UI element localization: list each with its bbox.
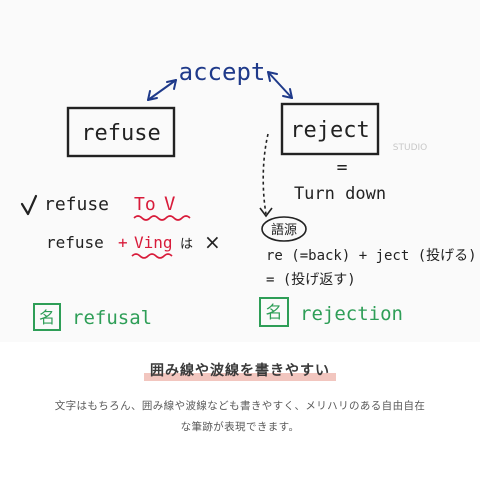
etymology-meaning: = (投げ返す) (266, 272, 356, 288)
refuse-box (66, 106, 176, 158)
refuse-ving-plus: + (118, 233, 128, 252)
caption-panel: 囲み線や波線を書きやすい 文字はもちろん、囲み線や波線なども書きやすく、メリハリ… (0, 342, 480, 480)
whiteboard: accept refuse reject STUDIO = Turn down … (0, 0, 480, 342)
watermark: STUDIO (393, 143, 427, 153)
rejection-word: rejection (300, 303, 403, 325)
dotted-arrow-head-icon (259, 207, 273, 218)
refuse-ving-prefix: refuse (46, 233, 104, 252)
refuse-to-v: V (164, 193, 175, 215)
caption-body-line-2: な筆跡が表現できます。 (180, 421, 300, 433)
noun-badge-right (259, 297, 289, 327)
refuse-ving-word: Ving (134, 233, 173, 252)
caption-heading: 囲み線や波線を書きやすい (150, 363, 330, 379)
wavy-underline-to-v (133, 215, 191, 221)
reject-box-label: reject (290, 118, 369, 143)
noun-badge-left (33, 303, 61, 331)
refuse-box-label: refuse (81, 121, 160, 146)
caption-body: 文字はもちろん、囲み線や波線なども書きやすく、メリハリのある自由自在 な筆跡が表… (50, 396, 430, 438)
accept-word: accept (179, 58, 266, 86)
caption-body-line-1: 文字はもちろん、囲み線や波線なども書きやすく、メリハリのある自由自在 (54, 400, 426, 412)
noun-badge-right-label: 名 (266, 303, 283, 323)
whiteboard-surface (0, 0, 480, 342)
caption-heading-wrap: 囲み線や波線を書きやすい (144, 360, 336, 381)
heading-highlight (144, 373, 336, 381)
refuse-to-word: To (134, 194, 156, 215)
refuse-ving-ha: は (180, 237, 193, 252)
wavy-underline-ving (131, 253, 173, 259)
equals-sign: = (337, 157, 348, 178)
refusal-word: refusal (72, 307, 152, 329)
refuse-ving-cross: × (204, 230, 221, 254)
refuse-to-prefix: refuse (44, 194, 109, 215)
etymology-label: 語源 (271, 222, 297, 238)
arrow-left-icon (147, 79, 177, 101)
reject-box (280, 102, 380, 156)
dotted-arrow (262, 133, 269, 215)
arrow-right-icon (267, 71, 293, 99)
etymology-oval (261, 216, 307, 242)
turn-down-text: Turn down (294, 184, 386, 204)
checkmark-icon (20, 194, 38, 216)
etymology-formula: re (=back) + ject (投げる) (266, 248, 477, 264)
noun-badge-left-label: 名 (39, 308, 55, 327)
